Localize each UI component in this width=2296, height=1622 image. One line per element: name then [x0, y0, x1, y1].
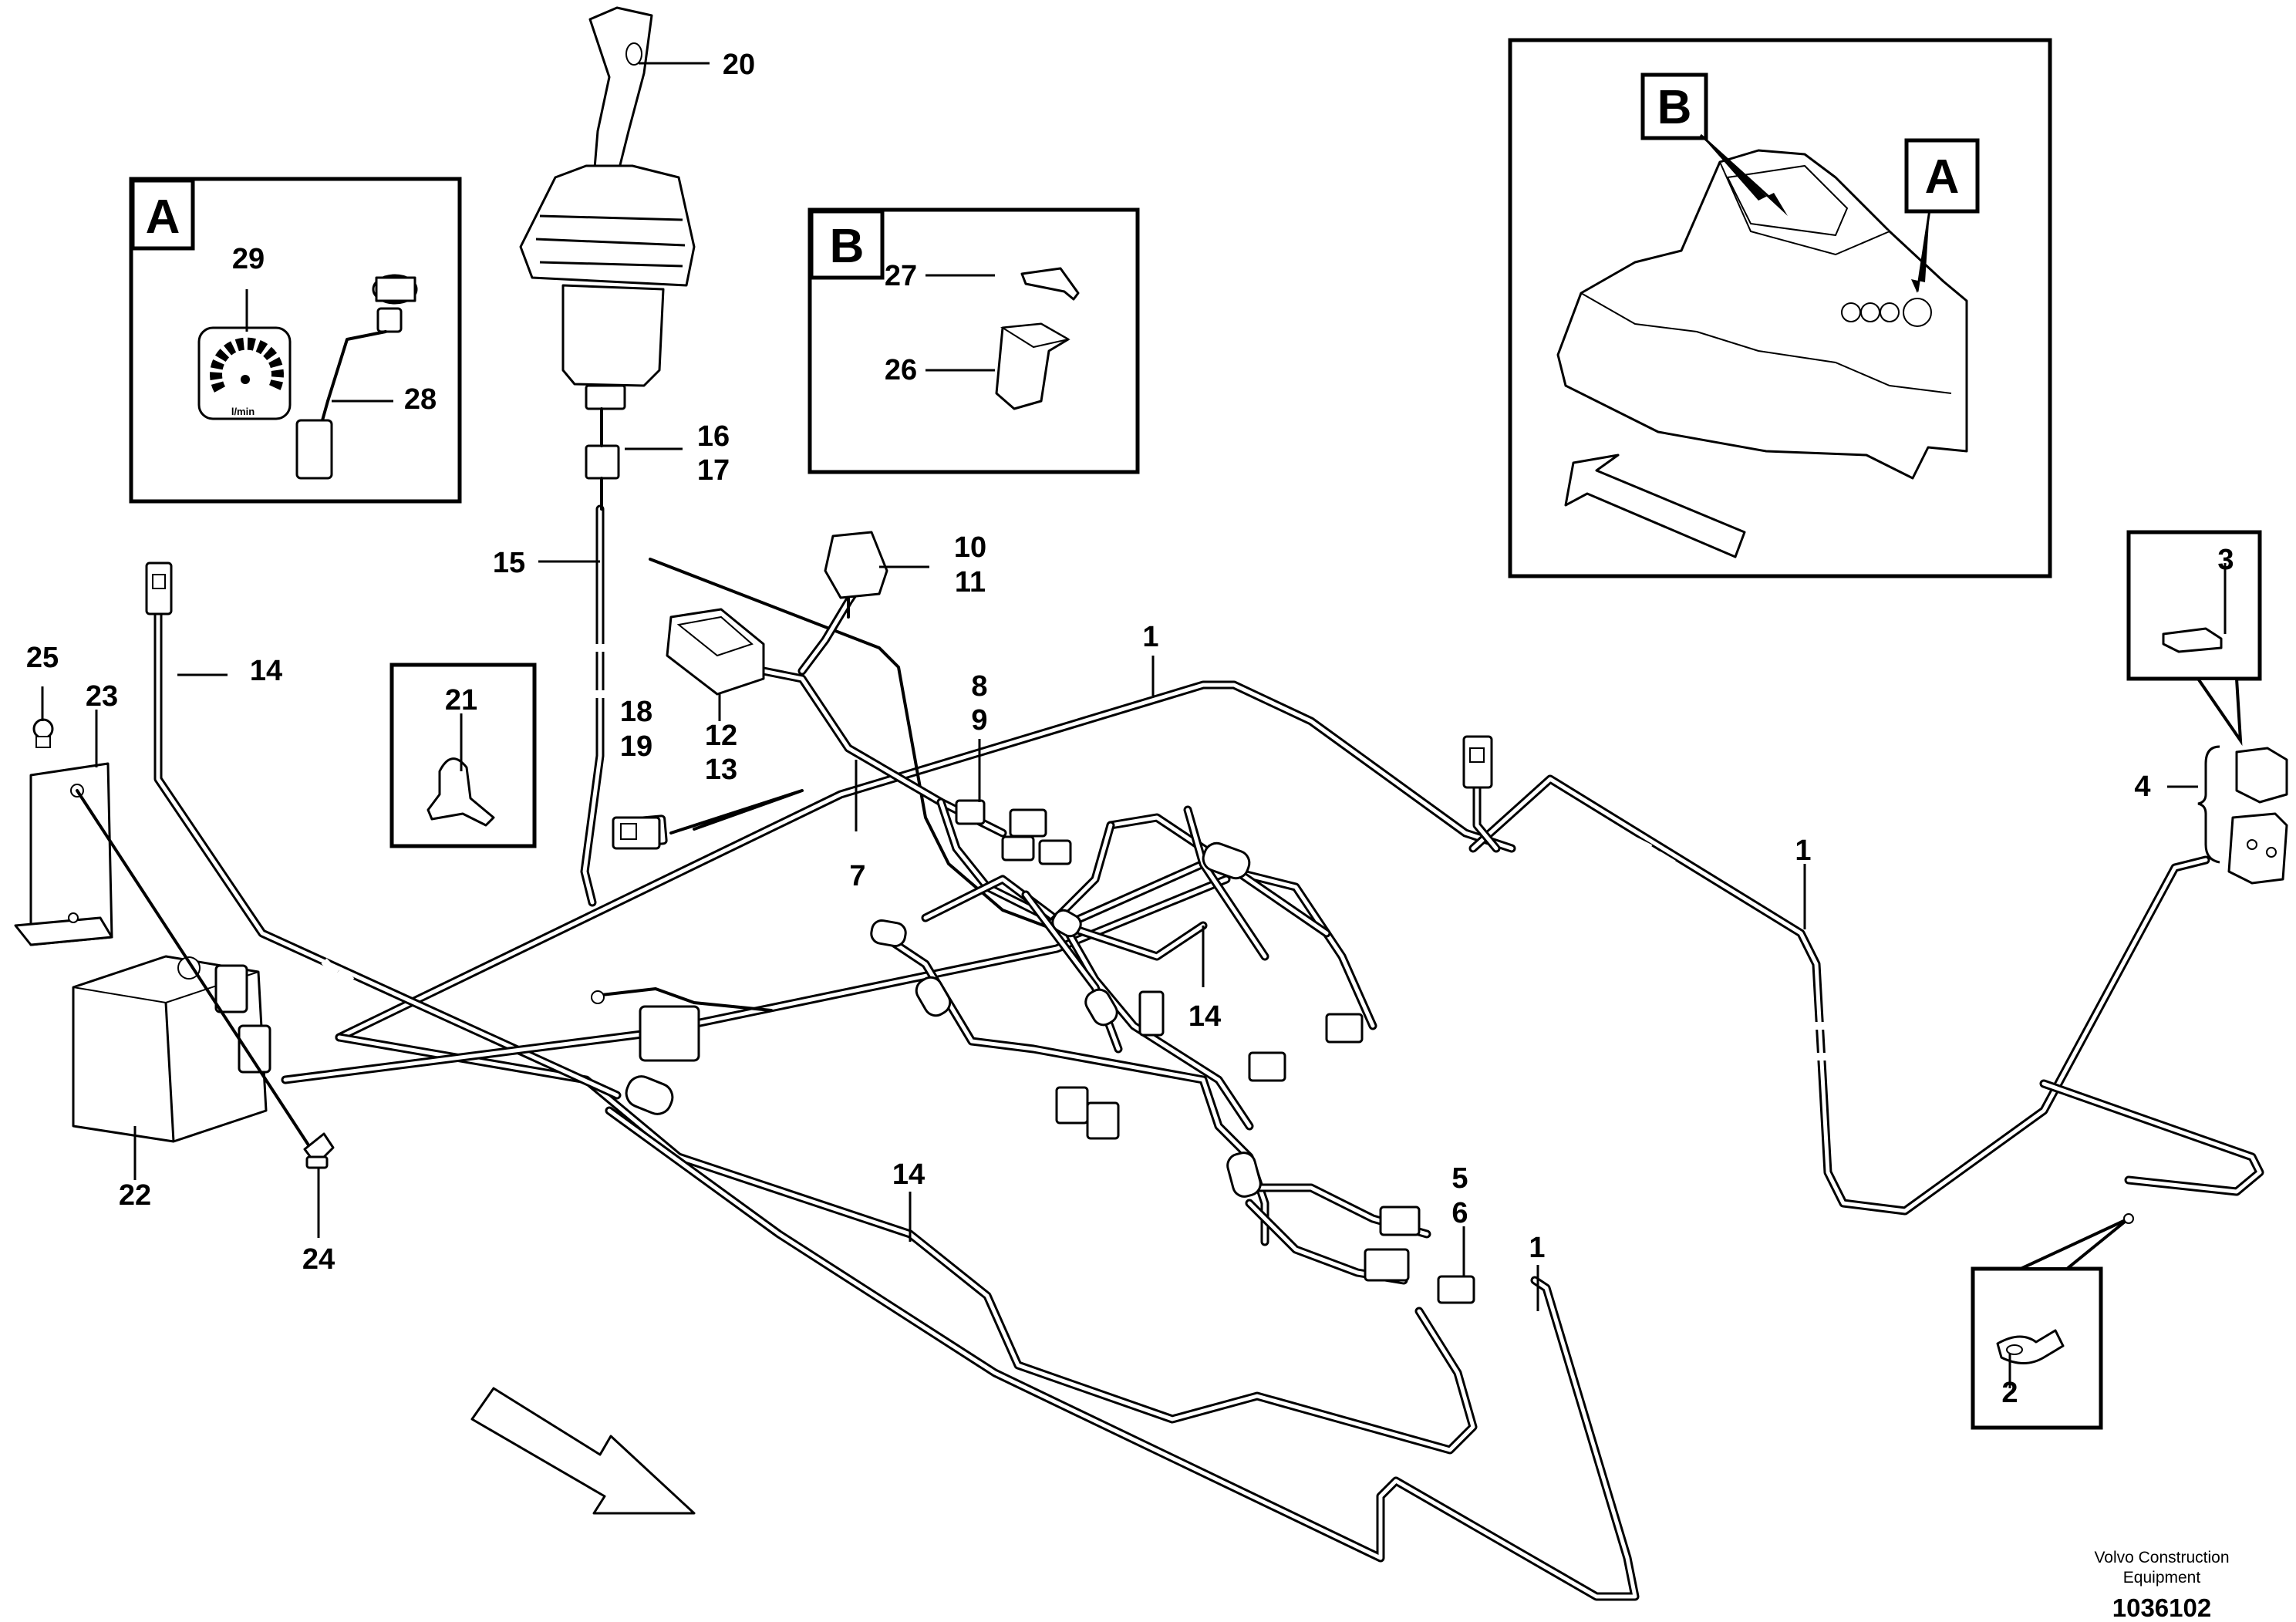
cable-sleeves: [625, 841, 1262, 1198]
callout-11: 11: [955, 566, 986, 599]
inset-clip-21: [389, 663, 537, 848]
footer-company-line1: Volvo Construction: [2094, 1549, 2229, 1566]
inset-detail-a: A l/min: [129, 177, 462, 504]
bracket-23: [14, 762, 113, 946]
callout-7: 7: [849, 860, 865, 892]
callout-9: 9: [971, 704, 987, 737]
callout-23: 23: [86, 680, 118, 713]
callout-12: 12: [705, 720, 737, 752]
callout-14-left: 14: [250, 655, 282, 687]
callout-22: 22: [119, 1179, 151, 1212]
callout-27: 27: [885, 260, 917, 292]
callout-24: 24: [302, 1243, 335, 1276]
callout-26: 26: [885, 354, 917, 386]
joystick-20: [519, 6, 696, 511]
callout-18: 18: [620, 696, 652, 728]
callout-29: 29: [232, 243, 265, 275]
callout-1-lower: 1: [1529, 1232, 1545, 1264]
callout-1-right: 1: [1795, 835, 1811, 867]
callout-17: 17: [697, 454, 730, 487]
callout-6: 6: [1451, 1197, 1468, 1229]
callout-8: 8: [971, 670, 987, 703]
inset-ring-terminal-2: [1971, 1213, 2134, 1430]
wire-breaks: [321, 644, 1831, 1061]
callout-20: 20: [723, 49, 755, 81]
inset-b-tag: B: [830, 220, 865, 273]
callout-14-lower: 14: [892, 1158, 925, 1191]
callout-15: 15: [493, 547, 525, 579]
callout-14-center: 14: [1188, 1000, 1221, 1033]
callout-28: 28: [404, 383, 437, 416]
callout-13: 13: [705, 754, 737, 786]
cab-b-tag: B: [1657, 81, 1692, 134]
inset-detail-b: B: [807, 207, 1140, 474]
callout-labels: 20 16 17 15 10 11 12 13 18 19 8 9 7 1 1 …: [26, 49, 2234, 1409]
cab-a-tag: A: [1925, 150, 1960, 204]
callout-1-center: 1: [1142, 621, 1158, 653]
callout-16: 16: [697, 420, 730, 453]
rocker-switch-12: [666, 608, 765, 696]
callout-2: 2: [2001, 1377, 2018, 1409]
fuse-holder-4: [2197, 745, 2288, 885]
footer-company-line2: Equipment: [2123, 1569, 2201, 1587]
callout-4: 4: [2134, 771, 2150, 803]
callout-5: 5: [1451, 1162, 1468, 1195]
callout-21: 21: [445, 684, 477, 717]
connector-10: [824, 531, 888, 619]
callout-10: 10: [954, 531, 986, 564]
callout-3: 3: [2217, 544, 2234, 576]
callout-25: 25: [26, 642, 59, 674]
callout-19: 19: [620, 730, 652, 763]
nut-25: [32, 718, 54, 748]
footer: Volvo Construction Equipment 1036102: [2094, 1549, 2229, 1622]
inset-part-3: [2126, 530, 2262, 747]
leader-lines: [41, 62, 2227, 1388]
ecu-22: [72, 955, 271, 1143]
inset-a-tag: A: [146, 191, 180, 244]
gauge-unit: l/min: [231, 406, 255, 417]
connector-18: [612, 816, 661, 850]
inset-cab-overview: B A: [1508, 38, 2052, 578]
direction-arrow: [470, 1387, 696, 1515]
screw-24: [76, 789, 335, 1169]
footer-doc-number: 1036102: [2112, 1593, 2211, 1622]
